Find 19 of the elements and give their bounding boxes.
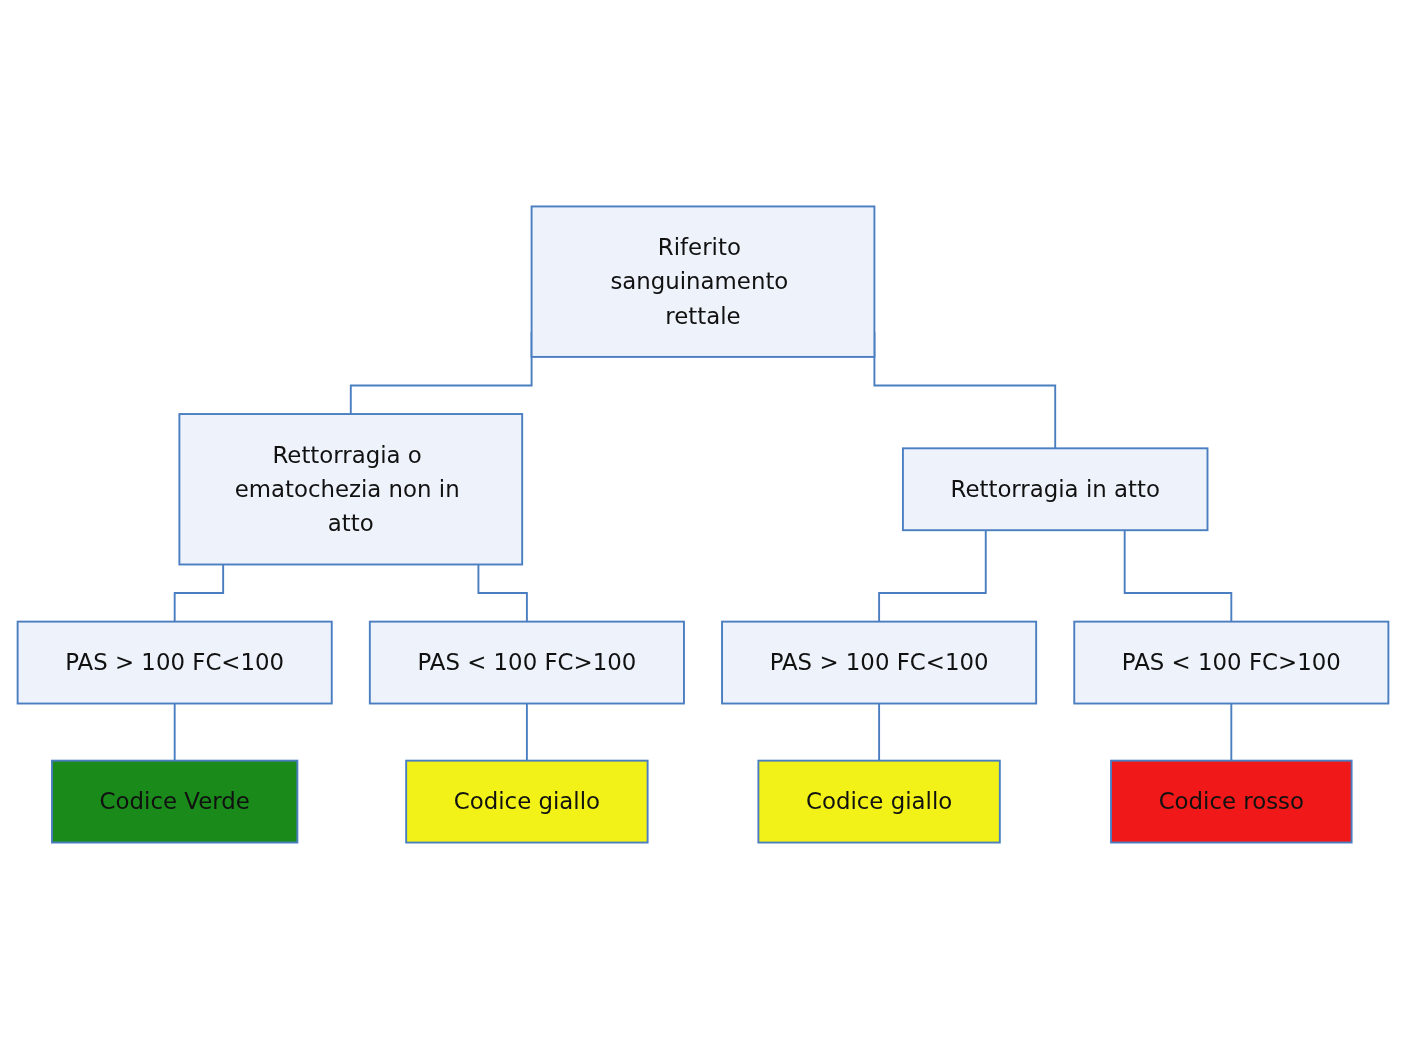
connector: [878, 702, 881, 762]
connector: [525, 702, 528, 762]
node-box: PAS < 100 FC>100: [1073, 620, 1390, 705]
node-box: Rettorragia o ematochezia non in atto: [178, 413, 524, 566]
node-box: Codice giallo: [405, 759, 649, 844]
node-box: Riferito sanguinamento rettale: [530, 205, 876, 358]
node-box: PAS < 100 FC>100: [368, 620, 685, 705]
connector: [1230, 702, 1233, 762]
node-box: Codice giallo: [757, 759, 1001, 844]
node-box: PAS > 100 FC<100: [16, 620, 333, 705]
node-box: Rettorragia in atto: [901, 447, 1209, 532]
connector: [173, 563, 225, 623]
node-box: Codice rosso: [1110, 759, 1353, 844]
connector: [173, 702, 176, 762]
connector: [878, 529, 987, 623]
node-box: Codice Verde: [51, 759, 299, 844]
node-box: PAS > 100 FC<100: [721, 620, 1038, 705]
connector: [477, 563, 528, 623]
connector: [1123, 529, 1233, 623]
